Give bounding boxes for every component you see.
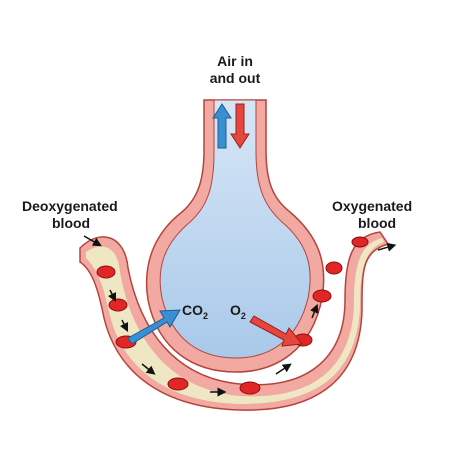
flow-arrow xyxy=(119,319,129,333)
flow-arrow xyxy=(377,242,397,252)
capillary-lumen xyxy=(86,238,384,404)
co2-main: CO xyxy=(182,302,203,318)
oxy-label-line2: blood xyxy=(358,215,397,231)
oxy-label-line1: Oxygenated xyxy=(332,198,413,214)
red-blood-cell xyxy=(167,377,189,391)
oxygenated-label: Oxygenated blood xyxy=(332,198,472,232)
co2-arrow xyxy=(127,309,181,345)
gas-exchange-arrows xyxy=(127,309,303,347)
red-blood-cell xyxy=(239,381,261,395)
air-in-arrow xyxy=(230,103,250,149)
air-out-arrow xyxy=(212,103,232,149)
red-blood-cell xyxy=(108,298,128,312)
air-label-line1: Air in xyxy=(217,53,253,69)
alveolus-air-space xyxy=(159,99,311,359)
co2-label: CO2 xyxy=(182,302,208,321)
blood-flow-arrows xyxy=(83,235,397,397)
red-blood-cell xyxy=(351,236,369,248)
air-label: Air in and out xyxy=(190,53,280,87)
flow-arrow xyxy=(141,363,156,375)
o2-arrow xyxy=(249,315,303,347)
flow-arrow xyxy=(83,235,102,247)
air-label-line2: and out xyxy=(209,70,261,86)
deoxy-label-line2: blood xyxy=(52,215,91,231)
co2-sub: 2 xyxy=(203,310,209,321)
o2-label: O2 xyxy=(230,302,246,321)
flow-arrow xyxy=(107,289,117,303)
alveolus xyxy=(145,99,325,373)
deoxy-label-line1: Deoxygenated xyxy=(22,198,118,214)
o2-sub: 2 xyxy=(240,310,246,321)
flow-arrow xyxy=(310,303,319,319)
air-arrows xyxy=(212,103,250,149)
red-blood-cell xyxy=(312,289,332,303)
capillary xyxy=(79,231,390,411)
red-blood-cell xyxy=(96,265,116,279)
flow-arrow xyxy=(275,363,292,375)
o2-main: O xyxy=(230,302,241,318)
red-blood-cell xyxy=(325,261,343,275)
deoxygenated-label: Deoxygenated blood xyxy=(22,198,162,232)
